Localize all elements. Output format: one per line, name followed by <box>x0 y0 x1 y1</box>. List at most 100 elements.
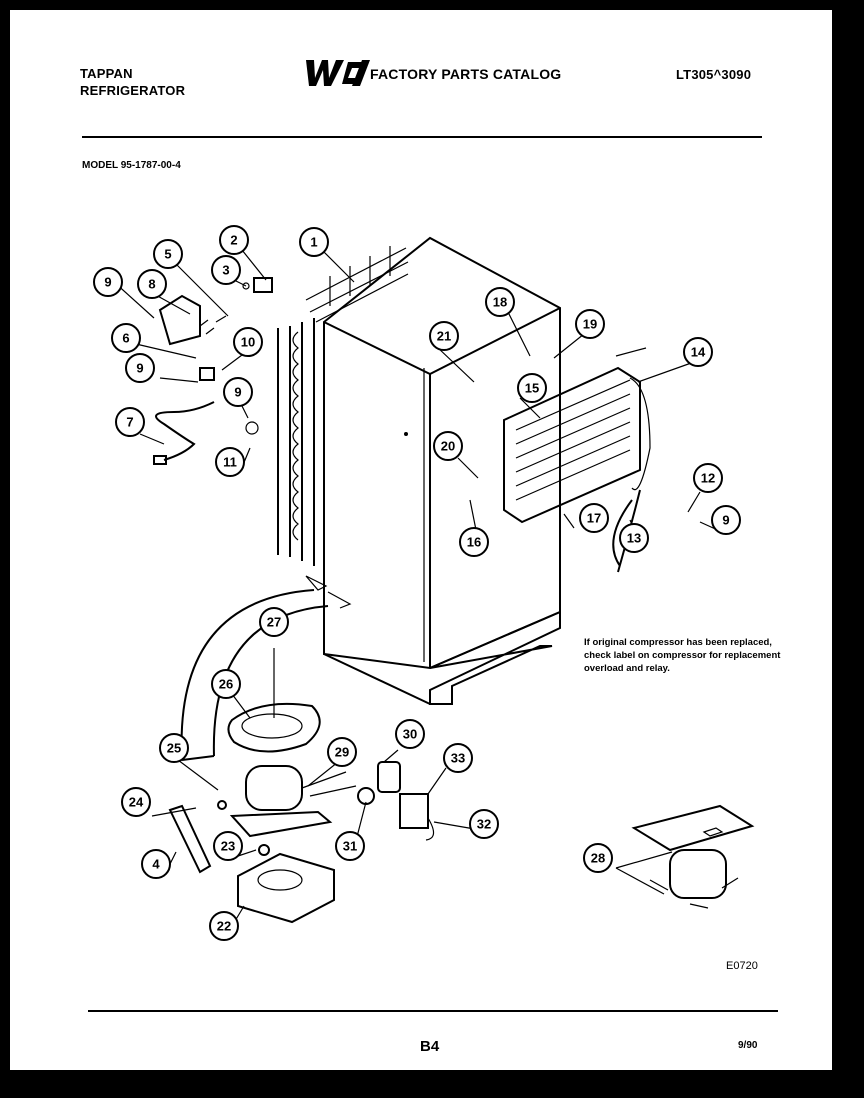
callout-number: 25 <box>167 741 181 756</box>
callout-33: 33 <box>443 743 473 773</box>
callout-circle <box>395 719 425 749</box>
callout-23: 23 <box>213 831 243 861</box>
product-type: REFRIGERATOR <box>80 83 186 98</box>
callout-20: 20 <box>433 431 463 461</box>
callout-circle <box>299 227 329 257</box>
callout-number: 23 <box>221 839 235 854</box>
condenser-coil <box>277 246 409 566</box>
callout-number: 30 <box>403 727 417 742</box>
catalog-sheet: TAPPAN REFRIGERATOR FACTORY PARTS CATALO… <box>10 10 832 1070</box>
callout-circle <box>575 309 605 339</box>
callout-24: 24 <box>121 787 151 817</box>
callout-circle <box>583 843 613 873</box>
callout-number: 31 <box>343 839 357 854</box>
brand-name: TAPPAN <box>80 66 133 81</box>
callout-number: 29 <box>335 745 349 760</box>
callout-9: 9 <box>93 267 123 297</box>
callout-circle <box>125 353 155 383</box>
header-divider <box>82 136 762 138</box>
callout-circle <box>219 225 249 255</box>
callout-circle <box>223 377 253 407</box>
callout-number: 21 <box>437 329 451 344</box>
compressor-mount-view <box>631 804 755 909</box>
callout-circle <box>213 831 243 861</box>
callout-circle <box>233 327 263 357</box>
callout-30: 30 <box>395 719 425 749</box>
relay-and-overload <box>357 761 435 841</box>
callout-number: 32 <box>477 817 491 832</box>
callout-circle <box>153 239 183 269</box>
page-number: B4 <box>420 1038 440 1055</box>
callout-7: 7 <box>115 407 145 437</box>
callout-number: 2 <box>230 233 237 248</box>
callout-circle <box>211 255 241 285</box>
callout-25: 25 <box>159 733 189 763</box>
callout-14: 14 <box>683 337 713 367</box>
callout-circle <box>619 523 649 553</box>
callout-21: 21 <box>429 321 459 351</box>
callout-9: 9 <box>711 505 741 535</box>
compressor-assembly <box>168 765 357 924</box>
callout-9: 9 <box>223 377 253 407</box>
callout-number: 17 <box>587 511 601 526</box>
callout-circle <box>259 607 289 637</box>
callout-circle <box>429 321 459 351</box>
callout-circle <box>111 323 141 353</box>
diagram-code: E0720 <box>726 960 758 972</box>
callout-number: 20 <box>441 439 455 454</box>
callout-circle <box>141 849 171 879</box>
callout-circle <box>327 737 357 767</box>
callout-4: 4 <box>141 849 171 879</box>
callout-circle <box>335 831 365 861</box>
callout-number: 18 <box>493 295 507 310</box>
callout-10: 10 <box>233 327 263 357</box>
callout-16: 16 <box>459 527 489 557</box>
callout-9: 9 <box>125 353 155 383</box>
callout-3: 3 <box>211 255 241 285</box>
callout-circle <box>137 269 167 299</box>
callout-layer: 1235896910971118192114152012917131627262… <box>93 225 741 941</box>
refrigerator-cabinet <box>305 236 561 705</box>
callout-11: 11 <box>215 447 245 477</box>
callout-number: 8 <box>148 277 155 292</box>
relay-bracket-parts <box>158 277 273 435</box>
callout-circle <box>159 733 189 763</box>
compressor-replacement-note: If original compressor has been replaced… <box>584 637 781 674</box>
callout-circle <box>443 743 473 773</box>
callout-19: 19 <box>575 309 605 339</box>
callout-29: 29 <box>327 737 357 767</box>
callout-number: 9 <box>722 513 729 528</box>
drain-tube-and-pan <box>180 589 329 761</box>
callout-12: 12 <box>693 463 723 493</box>
callout-number: 13 <box>627 531 641 546</box>
callout-circle <box>693 463 723 493</box>
callout-13: 13 <box>619 523 649 553</box>
callout-circle <box>517 373 547 403</box>
callout-32: 32 <box>469 809 499 839</box>
callout-number: 10 <box>241 335 255 350</box>
callout-circle <box>209 911 239 941</box>
model-label: MODEL 95-1787-00-4 <box>82 160 181 171</box>
callout-number: 22 <box>217 919 231 934</box>
footer-divider <box>88 1010 778 1012</box>
callout-number: 9 <box>104 275 111 290</box>
callout-31: 31 <box>335 831 365 861</box>
date-code: 9/90 <box>738 1040 758 1051</box>
brand-block: TAPPAN REFRIGERATOR <box>80 65 185 99</box>
callout-number: 1 <box>310 235 317 250</box>
callout-number: 5 <box>164 247 171 262</box>
callout-number: 9 <box>136 361 143 376</box>
callout-circle <box>683 337 713 367</box>
callout-28: 28 <box>583 843 613 873</box>
callout-number: 11 <box>223 455 237 470</box>
callout-circle <box>433 431 463 461</box>
callout-17: 17 <box>579 503 609 533</box>
callout-circle <box>459 527 489 557</box>
callout-circle <box>121 787 151 817</box>
callout-circle <box>115 407 145 437</box>
power-cord <box>153 401 215 465</box>
callout-number: 4 <box>152 857 160 872</box>
callout-number: 19 <box>583 317 597 332</box>
exploded-parts-diagram: 1235896910971118192114152012917131627262… <box>93 225 755 941</box>
callout-22: 22 <box>209 911 239 941</box>
